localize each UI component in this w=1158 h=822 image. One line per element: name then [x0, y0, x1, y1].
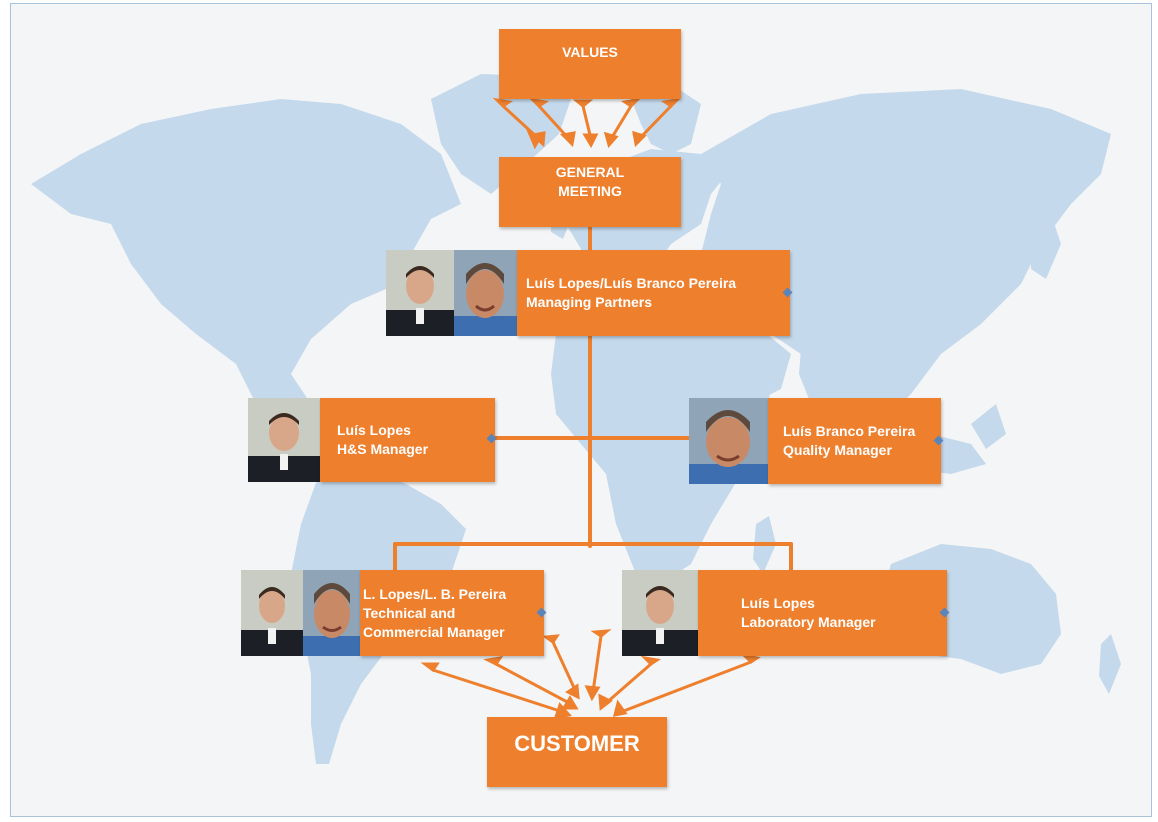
technical-commercial-manager-box: L. Lopes/L. B. Pereira Technical and Com… — [360, 570, 544, 656]
avatar-luis-branco-pereira — [454, 250, 517, 336]
org-chart-canvas: VALUES GENERAL MEETING Luís Lopes/Luís B… — [10, 3, 1152, 817]
avatar-luis-lopes — [386, 250, 454, 336]
laboratory-manager-box: Luís Lopes Laboratory Manager — [698, 570, 947, 656]
laboratory-manager-label: Luís Lopes Laboratory Manager — [741, 595, 876, 630]
avatar-luis-lopes — [622, 570, 698, 656]
hs-manager-label: Luís Lopes H&S Manager — [337, 422, 429, 457]
managing-partners-label: Luís Lopes/Luís Branco Pereira Managing … — [526, 275, 737, 310]
managing-partners-box: Luís Lopes/Luís Branco Pereira Managing … — [517, 250, 790, 336]
general-meeting-box: GENERAL MEETING — [499, 157, 681, 227]
quality-manager-label: Luís Branco Pereira Quality Manager — [783, 423, 916, 458]
values-label: VALUES — [562, 44, 618, 60]
technical-commercial-manager-label: L. Lopes/L. B. Pereira Technical and Com… — [363, 585, 507, 640]
customer-label: CUSTOMER — [514, 731, 640, 756]
customer-box: CUSTOMER — [487, 717, 667, 787]
avatar-luis-lopes — [241, 570, 303, 656]
values-box: VALUES — [499, 29, 681, 99]
general-meeting-label: GENERAL MEETING — [555, 164, 625, 199]
quality-manager-box: Luís Branco Pereira Quality Manager — [768, 398, 941, 484]
avatar-luis-lopes — [248, 398, 320, 482]
avatar-luis-branco-pereira — [303, 570, 360, 656]
connector-lines — [393, 97, 793, 719]
avatar-luis-branco-pereira — [689, 398, 768, 484]
hs-manager-box: Luís Lopes H&S Manager — [320, 398, 495, 482]
